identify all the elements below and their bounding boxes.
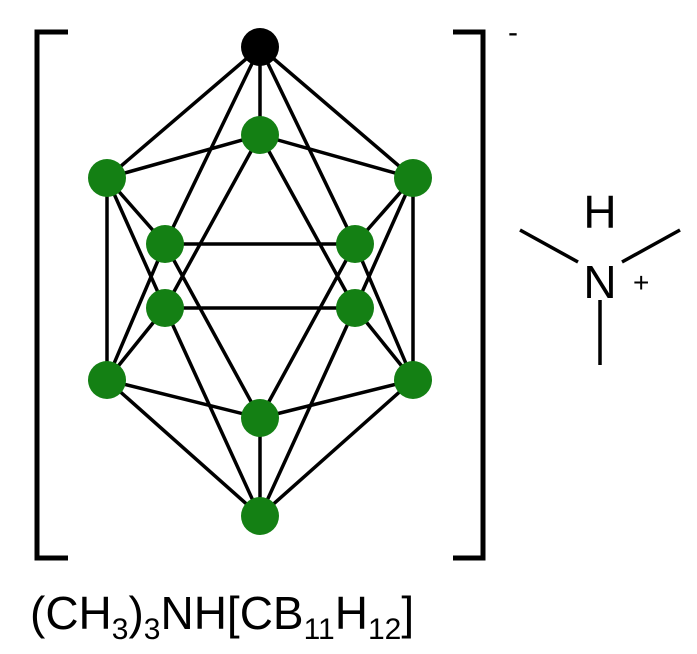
right-bracket xyxy=(453,29,486,561)
anion-charge: - xyxy=(508,16,518,49)
left-bracket xyxy=(34,29,68,561)
trimethylammonium-cation: H N + xyxy=(519,186,681,365)
formula-text: ] xyxy=(401,587,415,639)
formula-text: H xyxy=(334,587,368,639)
formula-text: ) xyxy=(128,587,144,639)
boron-atom xyxy=(88,159,126,197)
boron-atom xyxy=(241,497,279,535)
boron-atom xyxy=(88,361,126,399)
formula-text: (CH xyxy=(30,587,112,639)
boron-atom xyxy=(336,289,374,327)
formula-subscript: 3 xyxy=(111,613,129,646)
boron-atom xyxy=(241,116,279,154)
chemical-formula: (CH3)3NH[CB11H12] xyxy=(30,578,690,648)
boron-atom xyxy=(146,225,184,263)
nitrogen-label: N xyxy=(583,256,616,308)
formula-text: NH[CB xyxy=(160,587,304,639)
cage-atoms xyxy=(88,28,432,535)
formula-subscript: 11 xyxy=(303,613,335,646)
formula-subscript: 3 xyxy=(143,613,161,646)
boron-atom xyxy=(336,225,374,263)
cation-charge: + xyxy=(633,267,649,298)
carbon-atom xyxy=(241,28,279,66)
boron-atom xyxy=(146,289,184,327)
methyl-bond-left xyxy=(519,228,579,264)
boron-atom xyxy=(394,361,432,399)
hydrogen-label: H xyxy=(583,186,616,238)
methyl-bond-right xyxy=(621,228,681,264)
boron-atom xyxy=(241,399,279,437)
formula-subscript: 12 xyxy=(367,613,402,646)
boron-atom xyxy=(394,159,432,197)
